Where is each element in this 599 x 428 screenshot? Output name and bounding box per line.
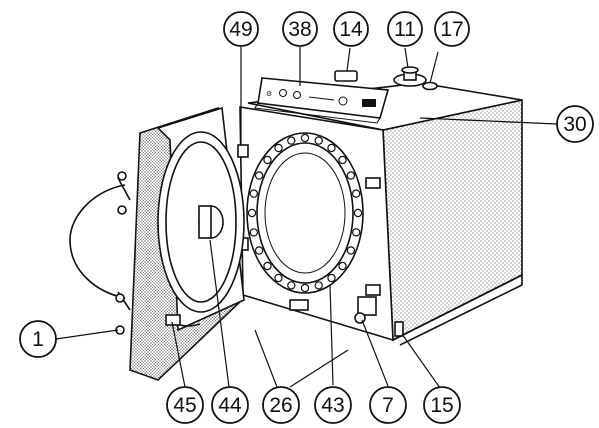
callout-15: 15 <box>423 386 461 424</box>
bolt <box>287 136 296 145</box>
door-clamp-assembly <box>69 171 131 335</box>
callout-45: 45 <box>166 386 204 424</box>
callout-38: 38 <box>282 11 318 47</box>
bolt <box>352 189 361 198</box>
bolt <box>249 228 258 237</box>
bolt <box>314 281 323 290</box>
bolt <box>338 261 347 271</box>
callout-11: 11 <box>387 11 423 47</box>
callout-15-label: 15 <box>430 394 453 417</box>
callout-11-label: 11 <box>394 18 416 41</box>
bolt <box>353 208 363 218</box>
bolt <box>263 155 272 165</box>
callout-44-label: 44 <box>218 394 242 417</box>
callout-14-label: 14 <box>339 18 363 41</box>
control-panel: ⚙ <box>254 77 390 124</box>
callout-1: 1 <box>19 320 57 358</box>
chamber <box>246 132 364 294</box>
leader-lines <box>55 47 558 389</box>
bolt <box>327 143 336 153</box>
callout-17-label: 17 <box>440 18 463 41</box>
chamber-bolt-ring <box>247 133 363 293</box>
bolt <box>300 283 310 293</box>
bolt <box>254 171 264 180</box>
callout-43: 43 <box>314 386 352 424</box>
callout-14: 14 <box>333 11 369 47</box>
callout-49: 49 <box>223 11 259 47</box>
bolt <box>346 171 356 180</box>
bolt <box>274 273 283 283</box>
bolt <box>314 136 323 145</box>
bolt <box>263 261 272 271</box>
bolt <box>254 246 264 255</box>
bolt <box>300 133 310 143</box>
bolt <box>274 143 283 153</box>
callout-38-label: 38 <box>288 18 311 41</box>
callout-7-label: 7 <box>382 394 394 417</box>
top-fittings <box>334 66 438 91</box>
bolt <box>327 273 336 283</box>
callout-26-label: 26 <box>269 394 292 417</box>
bolt <box>338 155 347 165</box>
bolt <box>249 189 258 198</box>
side-fitting <box>394 321 404 337</box>
bolt <box>287 281 296 290</box>
callout-17: 17 <box>434 11 470 47</box>
callout-43-label: 43 <box>321 394 344 417</box>
callout-44: 44 <box>211 386 249 424</box>
door <box>129 106 245 381</box>
bolt <box>352 228 361 237</box>
side-panel <box>382 99 523 342</box>
callout-30-label: 30 <box>563 113 586 136</box>
panel-marking: ⚙ <box>266 90 272 98</box>
bolt <box>346 246 356 255</box>
callout-30: 30 <box>556 105 594 143</box>
callout-49-label: 49 <box>229 18 252 41</box>
bolt <box>247 208 257 218</box>
callout-26: 26 <box>262 386 300 424</box>
callout-7: 7 <box>369 386 407 424</box>
callout-45-label: 45 <box>173 394 196 417</box>
callout-1-label: 1 <box>32 328 44 351</box>
